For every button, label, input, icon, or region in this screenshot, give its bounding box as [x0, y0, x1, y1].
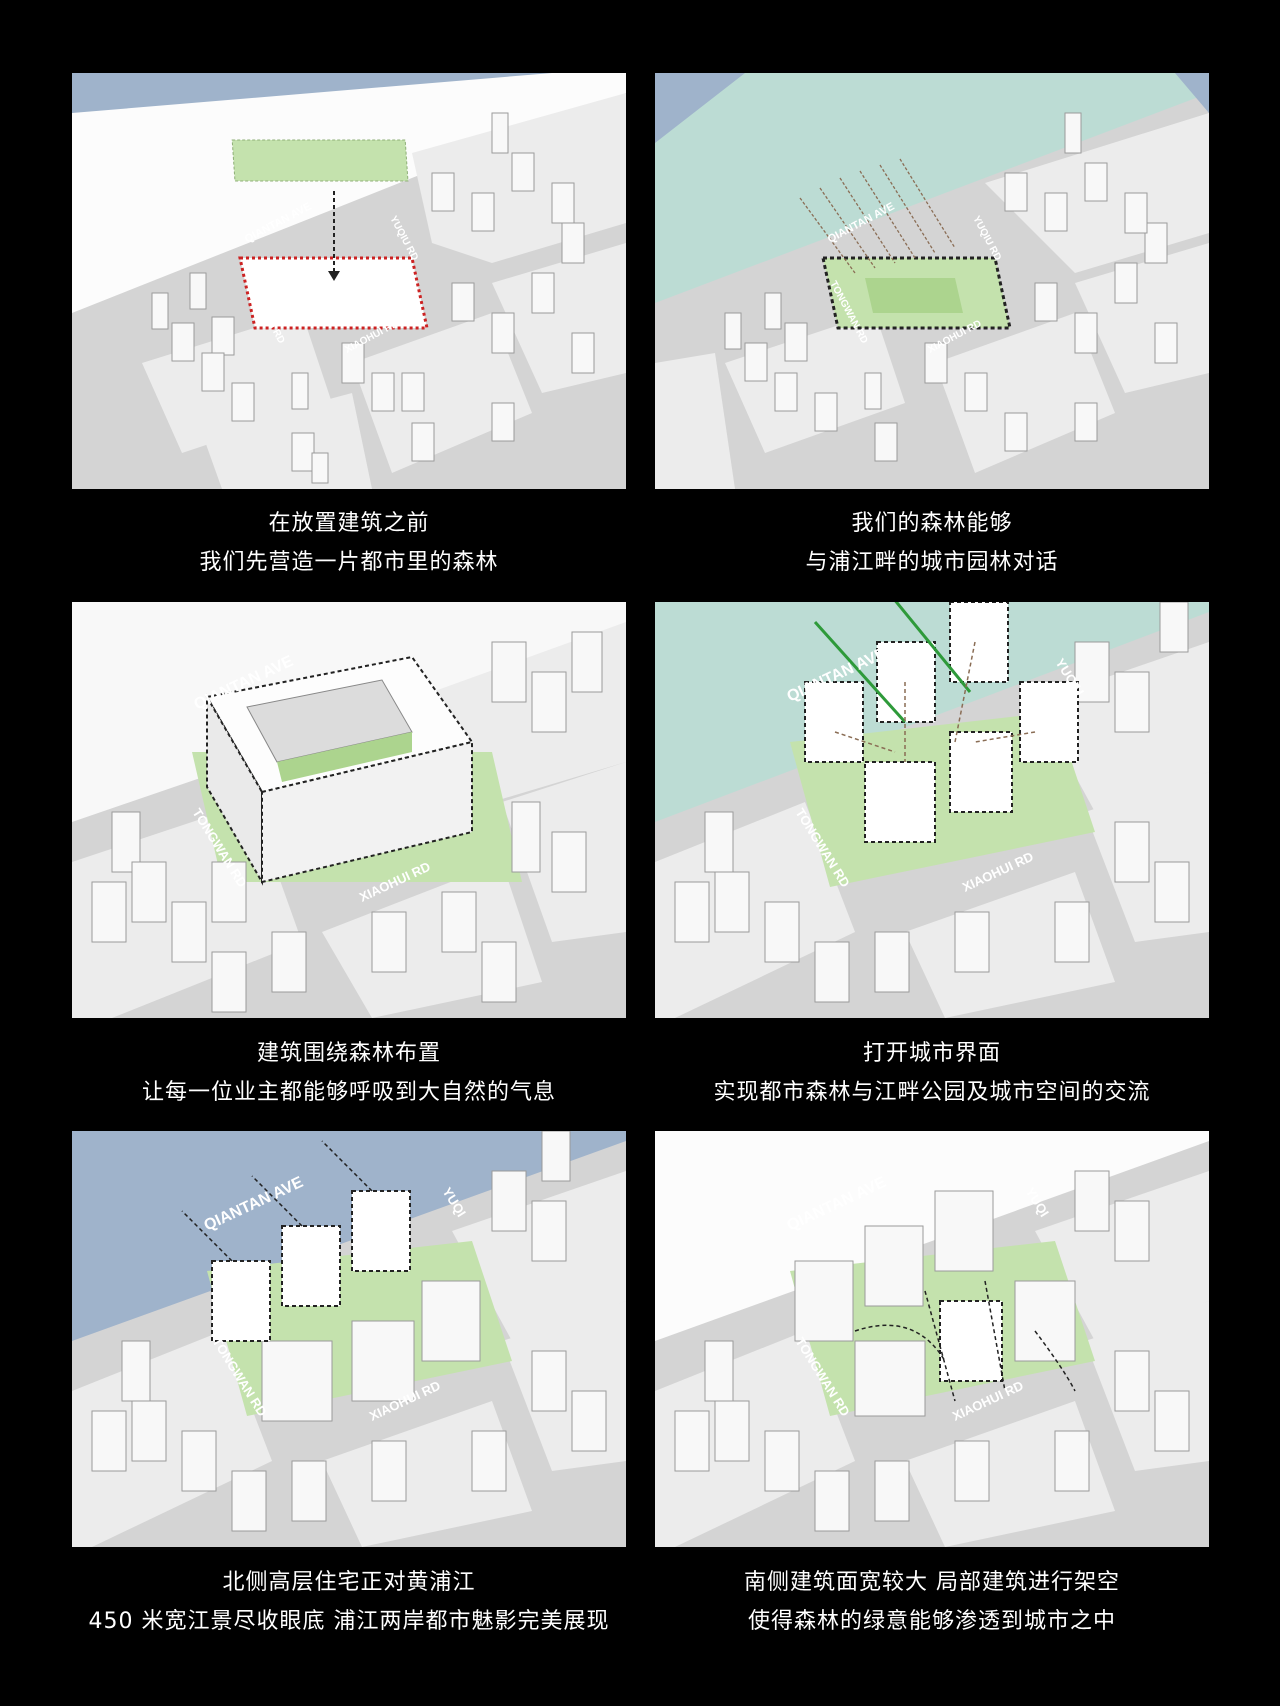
caption-line: 建筑围绕森林布置 — [256, 1041, 441, 1066]
panel-3: QIANTAN AVE TONGWAN RD XIAOHUI RD — [72, 602, 626, 1018]
caption-5: 北侧高层住宅正对黄浦江 450 米宽江景尽收眼底 浦江两岸都市魅影完美展现 — [39, 1563, 659, 1641]
caption-line: 450 米宽江景尽收眼底 浦江两岸都市魅影完美展现 — [88, 1609, 610, 1634]
caption-line: 让每一位业主都能够呼吸到大自然的气息 — [141, 1080, 556, 1105]
caption-line: 我们先营造一片都市里的森林 — [199, 550, 499, 575]
caption-line: 与浦江畔的城市园林对话 — [805, 550, 1059, 575]
panel-6: QIANTAN AVE YUQI TONGWAN RD XIAOHUI RD — [655, 1131, 1209, 1547]
river — [1175, 73, 1209, 113]
residential-towers — [804, 602, 1079, 843]
city-block — [935, 313, 1115, 473]
buildings — [724, 112, 1178, 462]
panel-5: QIANTAN AVE YUQI TONGWAN RD XIAOHUI RD — [72, 1131, 626, 1547]
panel-3-diagram: QIANTAN AVE TONGWAN RD XIAOHUI RD — [72, 602, 626, 1018]
open-ground — [655, 1131, 1209, 1341]
green-arrow — [894, 602, 972, 693]
city-block — [352, 313, 532, 473]
arrowhead — [328, 271, 340, 281]
caption-line: 使得森林的绿意能够渗透到城市之中 — [747, 1609, 1116, 1634]
courtyard-forest — [277, 732, 412, 782]
panel-5-diagram: QIANTAN AVE YUQI TONGWAN RD XIAOHUI RD — [72, 1131, 626, 1547]
river — [655, 73, 745, 143]
caption-line: 在放置建筑之前 — [268, 511, 430, 536]
city-block — [655, 353, 735, 489]
panel-2-diagram: QIANTAN AVE YUQIU RD TONGWAN RD XIAOHUI … — [655, 73, 1209, 489]
elevated-building — [939, 1300, 1003, 1382]
city-block — [725, 313, 905, 453]
buildings — [151, 112, 595, 484]
caption-line: 我们的森林能够 — [851, 511, 1013, 536]
buildings — [91, 1131, 607, 1532]
caption-line: 南侧建筑面宽较大 局部建筑进行架空 — [744, 1570, 1120, 1595]
river — [72, 1131, 626, 1341]
site-outline — [238, 256, 429, 330]
view-arrows — [181, 1140, 373, 1262]
forest-block — [231, 139, 409, 182]
caption-4: 打开城市界面 实现都市森林与江畔公园及城市空间的交流 — [622, 1034, 1242, 1112]
buildings — [674, 1170, 1190, 1532]
flow-arrows — [834, 641, 1036, 762]
caption-line: 打开城市界面 — [862, 1041, 1001, 1066]
dialogue-arrows — [799, 158, 956, 274]
caption-6: 南侧建筑面宽较大 局部建筑进行架空 使得森林的绿意能够渗透到城市之中 — [622, 1563, 1242, 1641]
caption-2: 我们的森林能够 与浦江畔的城市园林对话 — [622, 504, 1242, 582]
panel-6-diagram: QIANTAN AVE YUQI TONGWAN RD XIAOHUI RD — [655, 1131, 1209, 1547]
panel-4-diagram: QIANTAN AVE YUQIU TONGWAN RD XIAOHUI RD — [655, 602, 1209, 1018]
forest-core — [865, 278, 963, 313]
green-arrow — [813, 620, 907, 724]
caption-3: 建筑围绕森林布置 让每一位业主都能够呼吸到大自然的气息 — [39, 1034, 659, 1112]
panel-4: QIANTAN AVE YUQIU TONGWAN RD XIAOHUI RD — [655, 602, 1209, 1018]
north-towers — [211, 1190, 411, 1342]
buildings — [674, 602, 1190, 1003]
caption-line: 北侧高层住宅正对黄浦江 — [222, 1570, 476, 1595]
city-block — [202, 393, 372, 489]
buildings — [91, 631, 603, 1013]
caption-1: 在放置建筑之前 我们先营造一片都市里的森林 — [39, 504, 659, 582]
caption-line: 实现都市森林与江畔公园及城市空间的交流 — [713, 1080, 1151, 1105]
green-penetration-arrows — [854, 1280, 1076, 1402]
forest-site — [790, 712, 1095, 887]
panel-2: QIANTAN AVE YUQIU RD TONGWAN RD XIAOHUI … — [655, 73, 1209, 489]
panel-1: QIANTAN AVE YUQIU RD TONGWAN RD XIAOHUI … — [72, 73, 626, 489]
panel-1-diagram: QIANTAN AVE YUQIU RD TONGWAN RD XIAOHUI … — [72, 73, 626, 489]
ring-building-front — [261, 740, 473, 884]
